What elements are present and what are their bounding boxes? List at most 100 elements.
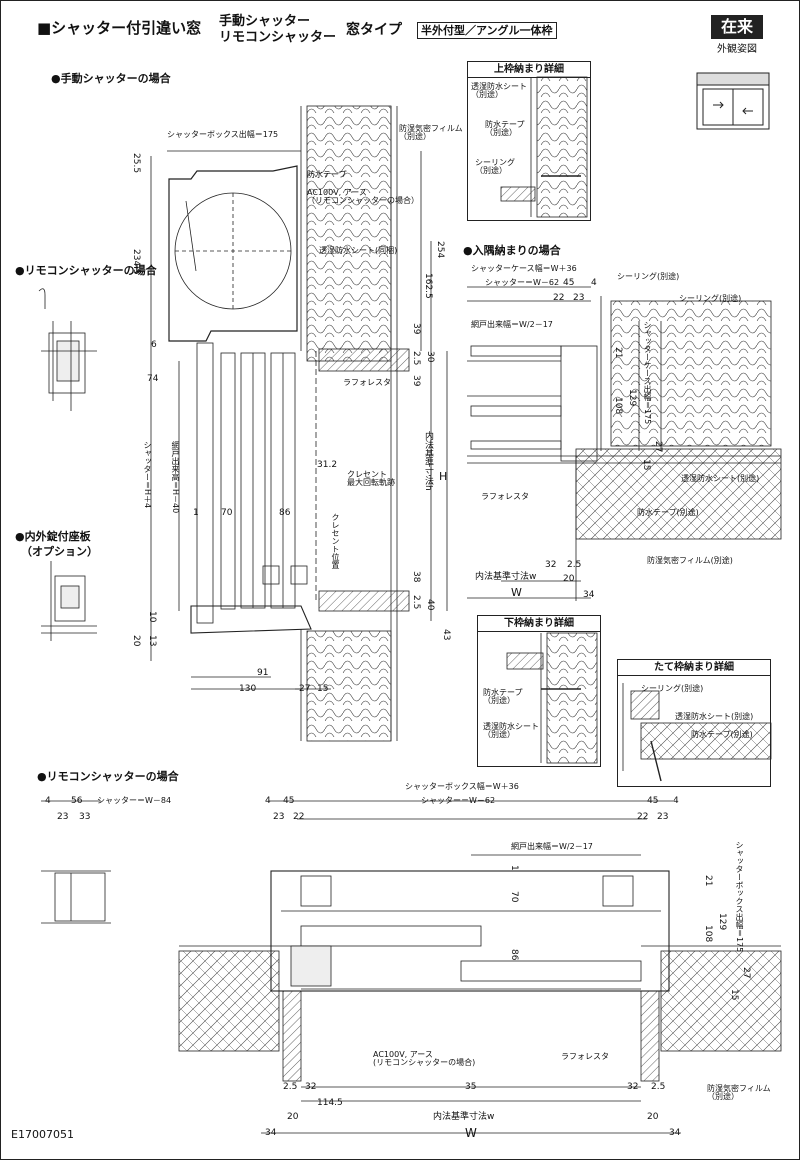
dim-25-5: 25.5: [131, 153, 141, 174]
dim-31-2: 31.2: [317, 460, 338, 470]
side-frame-detail-lines: [622, 683, 772, 782]
plan-dim-2-5b: 2.5: [651, 1082, 666, 1092]
plan-dim-86: 86: [509, 949, 519, 961]
waterproof-tape-label: 防水テープ: [307, 170, 347, 179]
plan-dim-45a: 45: [283, 796, 295, 806]
plan-shutter-w84-label: シャッター＝W－84: [97, 796, 172, 805]
plan-remote-shutter: [41, 800, 782, 1134]
bottom-detail-tape-label: 防水テープ （別途）: [483, 688, 523, 705]
plan-dim-23b: 23: [273, 812, 285, 822]
plan-dim-4a: 4: [45, 796, 51, 806]
dim-15: 15: [317, 684, 329, 694]
corner-dim-15: 15: [641, 459, 651, 471]
corner-sealing-label-2: シーリング(別途): [679, 294, 742, 303]
view-label: 外観姿図: [717, 44, 757, 55]
dim-40: 40: [425, 599, 435, 611]
dim-39a: 39: [411, 323, 421, 335]
corner-dim-108: 108: [613, 397, 623, 415]
dim-38: 38: [411, 571, 421, 583]
plan-dim-33: 33: [79, 812, 91, 822]
corner-dim-20: 20: [563, 574, 575, 584]
inner-ref-h-label: 内法基準寸法h: [423, 431, 433, 491]
corner-dim-129: 129: [627, 389, 637, 407]
document-code: E17007051: [11, 1128, 74, 1141]
bottom-frame-detail-lines: [506, 632, 598, 764]
plan-dim-27: 27: [741, 967, 751, 979]
plan-W-label: W: [465, 1126, 477, 1140]
plan-dim-20a: 20: [287, 1112, 299, 1122]
crescent-label: クレセント 最大回転軌跡: [347, 470, 395, 487]
corner-dim-23: 23: [573, 293, 585, 303]
dim-130: 130: [239, 684, 257, 694]
dim-86: 86: [279, 508, 291, 518]
vapor-film-label: 防湿気密フィルム （別途）: [399, 124, 463, 141]
plan-shutter-w62-label: シャッター＝W－62: [421, 796, 496, 805]
plan-ac100v-label: AC100V, アース (リモコンシャッターの場合): [373, 1050, 476, 1067]
plan-lafforesta-label: ラフォレスタ: [561, 1052, 609, 1061]
plan-dim-129: 129: [717, 913, 727, 931]
plan-dim-4c: 4: [673, 796, 679, 806]
subtitle-manual: 手動シャッター: [219, 14, 311, 29]
plan-dim-1: 1: [509, 865, 519, 871]
corner-dim-32: 32: [545, 560, 557, 570]
plan-shutter-box-width-label: シャッターボックス幅＝W＋36: [405, 782, 519, 791]
shutter-w62-label: シャッター＝W－62: [485, 278, 560, 287]
dim-13: 13: [147, 635, 157, 647]
corner-dim-27: 27: [653, 441, 663, 453]
plan-dim-32a: 32: [305, 1082, 317, 1092]
corner-plan: [467, 286, 782, 601]
corner-vapor-label: 防湿気密フィルム(別途): [647, 556, 733, 565]
plan-dim-15: 15: [729, 989, 739, 1001]
dim-2-5a: 2.5: [411, 351, 421, 366]
plan-dim-23c: 23: [657, 812, 669, 822]
dim-20: 20: [131, 635, 141, 647]
H-label: H: [439, 470, 448, 483]
bottom-frame-detail-title: 下枠納まり詳細: [478, 616, 600, 632]
top-detail-sealing-label: シーリング （別途）: [475, 158, 515, 175]
corner-dim-22: 22: [553, 293, 565, 303]
dim-91: 91: [257, 668, 269, 678]
corner-dim-45: 45: [563, 278, 575, 288]
shutter-height-label: シャッター＝H＋4: [143, 441, 152, 509]
zairai-badge: 在来: [711, 15, 763, 39]
remote-shutter-small: [38, 288, 97, 411]
plan-dim-70: 70: [509, 891, 519, 903]
plan-dim-45b: 45: [647, 796, 659, 806]
side-detail-sheet-label: 透湿防水シート(別途): [675, 712, 754, 721]
plan-dim-108: 108: [703, 925, 713, 943]
shutter-case-width-label: シャッターケース幅＝W＋36: [471, 264, 577, 273]
corner-W-label: W: [511, 586, 522, 599]
plan-dim-34b: 34: [669, 1128, 681, 1138]
corner-sealing-label-1: シーリング(別途): [617, 272, 680, 281]
plan-dim-56: 56: [71, 796, 83, 806]
subtitle-remote: リモコンシャッター: [219, 30, 337, 45]
section-title-remote-plan: ●リモコンシャッターの場合: [37, 770, 179, 783]
side-frame-detail-box: たて枠納まり詳細: [617, 659, 771, 787]
plan-dim-4b: 4: [265, 796, 271, 806]
crescent-position-label: クレセント位置: [331, 513, 340, 569]
top-frame-detail-title: 上枠納まり詳細: [468, 62, 590, 78]
plan-inner-ref-w-label: 内法基準寸法w: [433, 1112, 495, 1122]
ac100v-label: AC100V, アース （リモコンシャッターの場合）: [307, 188, 419, 205]
dim-2-5b: 2.5: [411, 595, 421, 610]
dim-162-5: 162.5: [423, 273, 433, 299]
dim-27: 27: [299, 684, 311, 694]
plan-dim-22a: 22: [293, 812, 305, 822]
top-frame-detail-lines: [500, 76, 588, 218]
corner-tape-label: 防水テープ(別途): [637, 508, 699, 517]
exterior-view-icon: [696, 72, 770, 130]
top-frame-detail-box: 上枠納まり詳細: [467, 61, 591, 221]
corner-sheet-label: 透湿防水シート(別途): [681, 474, 760, 483]
dim-234-5: 234.5: [131, 249, 141, 275]
top-detail-sheet-label: 透湿防水シート （別途）: [471, 82, 527, 99]
plan-dim-22b: 22: [637, 812, 649, 822]
dim-74: 74: [147, 374, 159, 384]
plan-dim-114-5: 114.5: [317, 1098, 343, 1108]
dim-43: 43: [441, 629, 451, 641]
dim-6: 6: [151, 340, 157, 350]
page-title: ■シャッター付引違い窓: [37, 19, 202, 37]
frame-type-box: 半外付型／アングル一体枠: [417, 22, 557, 39]
transparent-sheet-included-label: 透湿防水シート(同梱): [319, 246, 398, 255]
